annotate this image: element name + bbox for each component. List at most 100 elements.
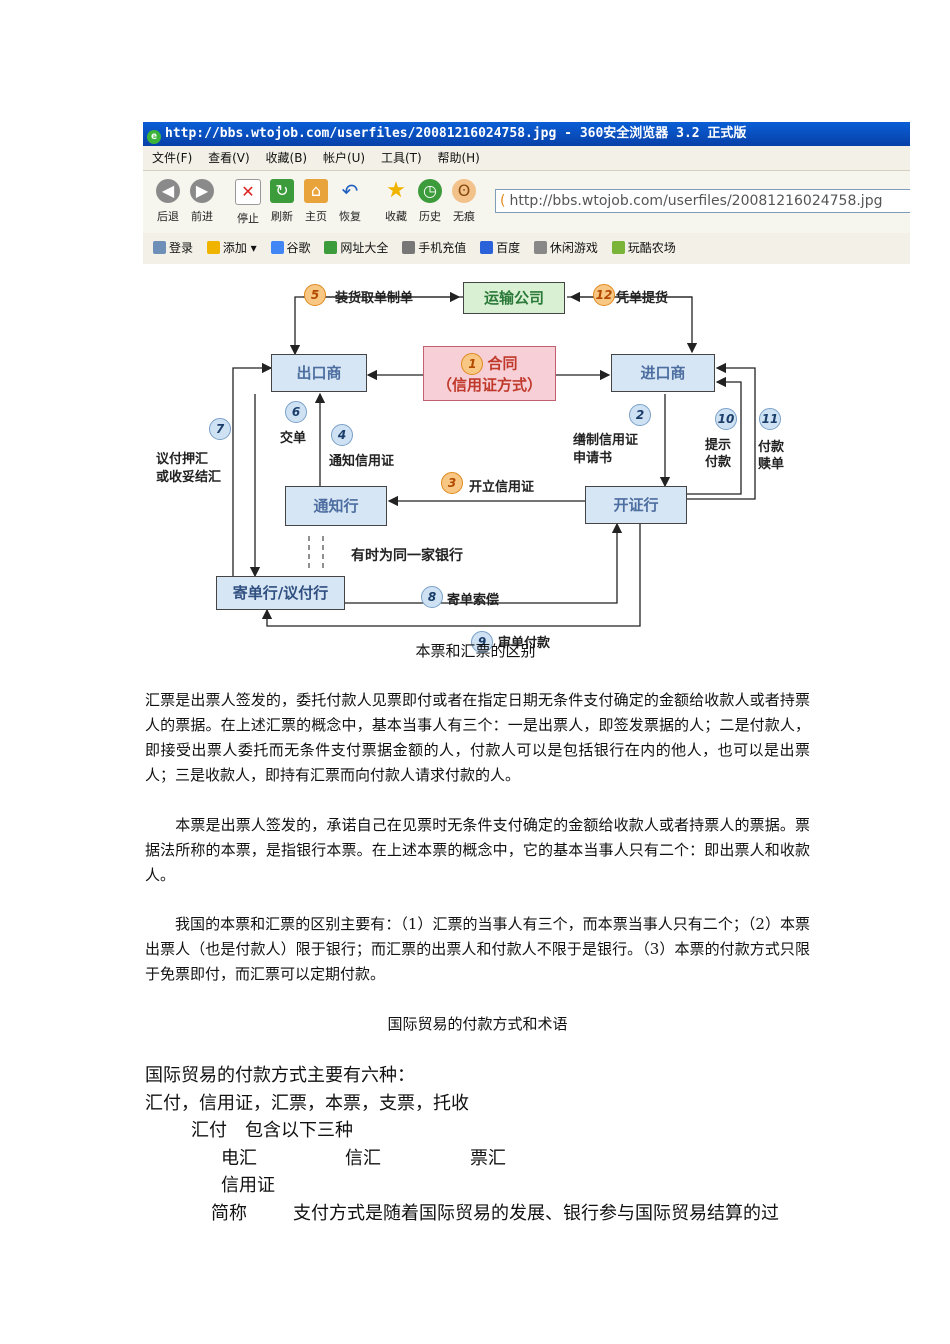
exporter-box: 出口商 — [271, 354, 367, 392]
step-3-badge: 3 — [441, 472, 463, 494]
step-11-badge: 11 — [759, 408, 781, 430]
address-text: http://bbs.wtojob.com/userfiles/20081216… — [509, 193, 883, 209]
step-11-label-line1: 付款 — [758, 440, 785, 455]
undo-icon: ↶ — [341, 179, 359, 203]
step-5-badge: 5 — [304, 284, 326, 306]
step-2-badge: 2 — [629, 404, 651, 426]
step-11-label-line2: 赎单 — [758, 457, 785, 472]
browser-logo-icon: e — [147, 130, 161, 144]
step-2-label-line1: 缮制信用证 — [573, 433, 639, 448]
user-icon — [153, 241, 166, 254]
fav-recharge[interactable]: 手机充值 — [402, 233, 466, 264]
negotiating-bank-box: 寄单行/议付行 — [216, 576, 345, 610]
advising-bank-box: 通知行 — [285, 486, 387, 526]
clock-icon: ◷ — [418, 179, 442, 203]
step-4-label: 通知信用证 — [329, 454, 395, 469]
fav-farm[interactable]: 玩酷农场 — [611, 233, 676, 264]
step-6-badge: 6 — [285, 401, 307, 423]
menu-help[interactable]: 帮助(H) — [437, 151, 480, 165]
step-12-label: 凭单提货 — [616, 291, 669, 306]
step-7-badge: 7 — [209, 418, 231, 440]
step-1-badge: 1 — [461, 353, 484, 375]
step-10-label-line1: 提示 — [705, 438, 732, 453]
back-arrow-icon: ◀ — [156, 179, 180, 203]
step-3-label: 开立信用证 — [469, 480, 535, 495]
step-8-label: 寄单索偿 — [447, 593, 500, 608]
browser-screenshot: e http://bbs.wtojob.com/userfiles/2008121… — [143, 122, 910, 264]
google-icon — [270, 241, 284, 254]
browser-titlebar: e http://bbs.wtojob.com/userfiles/2008121… — [143, 122, 910, 146]
remittance-type-tt: 电汇 — [221, 1148, 257, 1169]
menu-file[interactable]: 文件(F) — [152, 151, 193, 165]
fav-google[interactable]: 谷歌 — [270, 233, 311, 264]
refresh-icon: ↻ — [270, 179, 294, 203]
section-title: 国际贸易的付款方式和术语 — [387, 1015, 568, 1033]
lc-description-line: 支付方式是随着国际贸易的发展、银行参与国际贸易结算的过 — [293, 1203, 779, 1224]
fav-games[interactable]: 休闲游戏 — [533, 233, 598, 264]
issuing-bank-box: 开证行 — [585, 486, 687, 524]
fav-baidu[interactable]: 百度 — [480, 233, 520, 264]
forward-button[interactable]: ▶ 前进 — [190, 179, 214, 223]
menu-account[interactable]: 帐户(U) — [322, 151, 366, 165]
farm-icon — [611, 241, 625, 254]
payment-methods-list: 汇付，信用证，汇票，本票，支票，托收 — [145, 1093, 469, 1114]
fav-login[interactable]: 登录 — [153, 233, 193, 264]
paragraph-differences: 我国的本票和汇票的区别主要有：（1）汇票的当事人有三个，而本票当事人只有二个；（… — [145, 915, 810, 983]
star-add-icon — [206, 241, 220, 254]
step-9-label: 审单付款 — [498, 636, 551, 651]
step-8-badge: 8 — [421, 586, 443, 608]
baidu-icon — [480, 241, 494, 254]
transport-company-box: 运输公司 — [463, 282, 565, 314]
importer-box: 进口商 — [611, 354, 715, 392]
step-4-badge: 4 — [331, 424, 353, 446]
incognito-icon: ʘ — [452, 179, 476, 203]
favorites-bar: 登录 添加 ▾ 谷歌 网址大全 手机充值 百度 休闲游戏 玩酷农场 — [143, 233, 910, 264]
step-5-label: 装货取单制单 — [335, 291, 414, 306]
gamepad-icon — [533, 241, 547, 254]
phone-icon — [402, 241, 416, 254]
contract-sublabel: （信用证方式） — [436, 376, 542, 394]
step-10-badge: 10 — [715, 408, 737, 430]
page-icon: ( — [500, 193, 506, 209]
menu-favorites[interactable]: 收藏(B) — [265, 151, 308, 165]
remittance-type-mt: 信汇 — [345, 1148, 381, 1169]
restore-button[interactable]: ↶ 恢复 — [339, 179, 361, 223]
favorites-button[interactable]: ★ 收藏 — [385, 178, 407, 224]
step-9-badge: 9 — [471, 631, 493, 653]
stop-button[interactable]: ✕ 停止 — [231, 179, 265, 226]
payment-methods-intro: 国际贸易的付款方式主要有六种： — [145, 1065, 415, 1086]
step-12-badge: 12 — [593, 284, 615, 306]
menu-tools[interactable]: 工具(T) — [380, 151, 422, 165]
step-7-label-line2: 或收妥结汇 — [156, 470, 222, 485]
stop-icon: ✕ — [235, 179, 261, 205]
diagram-caption: 本票和汇票的区别 — [415, 642, 536, 660]
paragraph-bill-of-exchange: 汇票是出票人签发的，委托付款人见票即付或者在指定日期无条件支付确定的金额给收款人… — [145, 691, 810, 784]
menu-view[interactable]: 查看(V) — [208, 151, 250, 165]
star-icon: ★ — [386, 178, 406, 203]
incognito-button[interactable]: ʘ 无痕 — [452, 179, 476, 223]
remittance-heading: 汇付 包含以下三种 — [191, 1120, 353, 1141]
contract-label: 合同 — [487, 354, 518, 373]
same-bank-note: 有时为同一家银行 — [351, 548, 463, 564]
letter-of-credit-heading: 信用证 — [221, 1175, 275, 1196]
abbreviation-label: 简称 — [211, 1203, 247, 1224]
fav-add[interactable]: 添加 ▾ — [206, 233, 257, 264]
forward-arrow-icon: ▶ — [190, 179, 214, 203]
address-bar[interactable]: (http://bbs.wtojob.com/userfiles/2008121… — [495, 189, 910, 213]
remittance-type-dd: 票汇 — [470, 1148, 506, 1169]
step-10-label-line2: 付款 — [705, 455, 732, 470]
step-6-label: 交单 — [280, 431, 307, 446]
browser-menubar: 文件(F) 查看(V) 收藏(B) 帐户(U) 工具(T) 帮助(H) — [143, 146, 910, 171]
home-icon: ⌂ — [304, 179, 328, 203]
paragraph-promissory-note: 本票是出票人签发的，承诺自己在见票时无条件支付确定的金额给收款人或者持票人的票据… — [145, 816, 810, 884]
directory-icon — [324, 241, 338, 254]
history-button[interactable]: ◷ 历史 — [418, 179, 442, 223]
refresh-button[interactable]: ↻ 刷新 — [270, 179, 294, 223]
home-button[interactable]: ⌂ 主页 — [304, 179, 328, 223]
back-button[interactable]: ◀ 后退 — [156, 179, 180, 223]
fav-directory[interactable]: 网址大全 — [324, 233, 388, 264]
browser-title: http://bbs.wtojob.com/userfiles/20081216… — [165, 126, 747, 141]
step-7-label-line1: 议付押汇 — [156, 452, 209, 467]
